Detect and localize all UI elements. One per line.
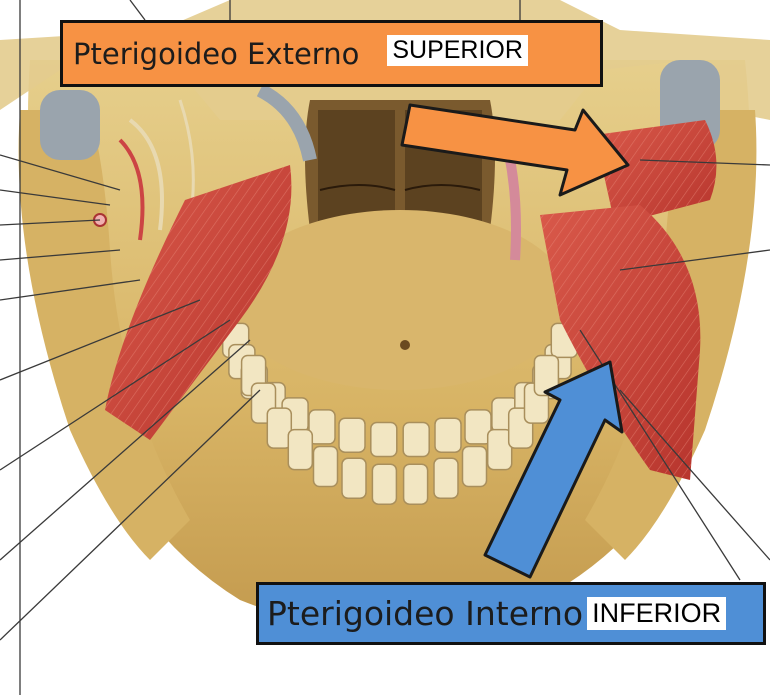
tooth (287, 428, 314, 471)
tooth (464, 409, 492, 445)
tooth (370, 421, 398, 458)
superior-arrow (400, 103, 630, 197)
muscle-name-inferior: Pterigoideo Interno (267, 594, 584, 633)
label-inferior: Pterigoideo Interno INFERIOR (256, 582, 766, 645)
inferior-arrow (483, 360, 624, 579)
palate (230, 210, 570, 390)
tooth (308, 409, 336, 445)
position-tag-inferior: INFERIOR (587, 596, 727, 631)
muscle-name-superior: Pterigoideo Externo (73, 36, 360, 71)
tooth (266, 407, 293, 449)
tooth (461, 445, 488, 488)
label-superior: Pterigoideo Externo SUPERIOR (60, 20, 603, 87)
position-tag-superior: SUPERIOR (387, 34, 528, 67)
tooth (341, 457, 367, 500)
tooth (402, 463, 429, 505)
teeth (221, 322, 579, 505)
tooth (434, 417, 462, 453)
tooth (486, 428, 513, 471)
tooth (312, 445, 339, 488)
tooth (533, 354, 560, 397)
tooth (371, 463, 398, 505)
tooth (338, 417, 366, 453)
tooth (433, 457, 459, 500)
tooth (402, 421, 430, 458)
